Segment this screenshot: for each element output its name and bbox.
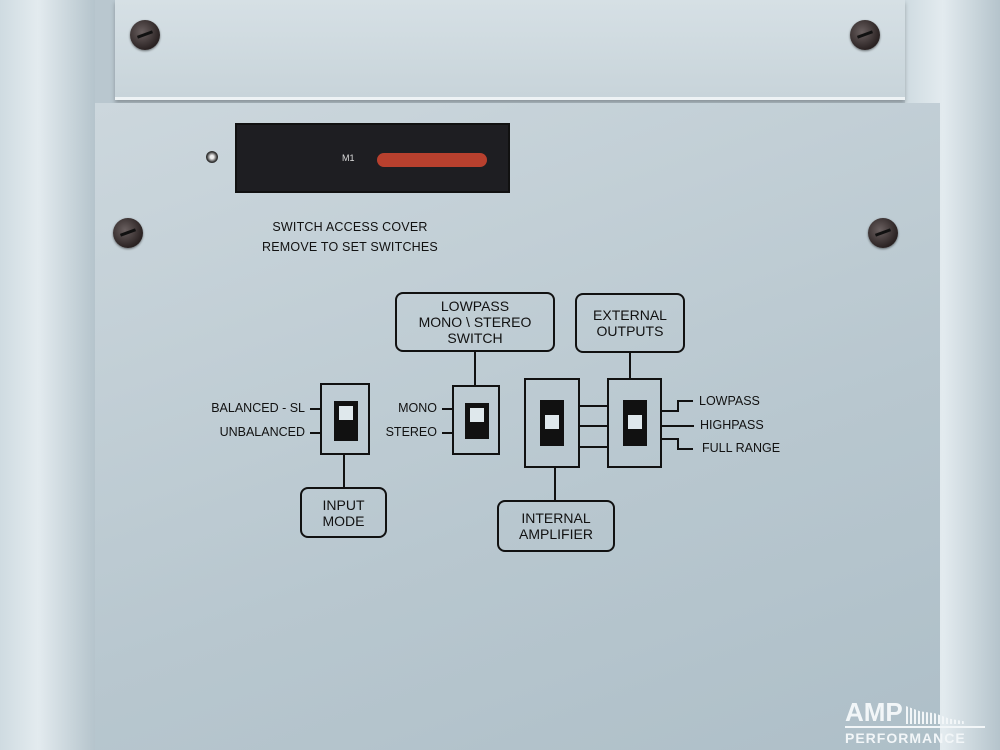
screw-icon xyxy=(850,20,880,50)
label-line: EXTERNAL xyxy=(593,307,667,323)
left-rail xyxy=(0,0,95,750)
pcb-marking: M1 xyxy=(342,153,355,163)
amp-performance-logo: AMP PERFORMANCE xyxy=(845,697,985,746)
label-line: MONO \ STEREO xyxy=(418,314,532,330)
internal-amp-switch xyxy=(524,378,580,468)
lowpass-output-label: LOWPASS xyxy=(699,394,760,408)
lowpass-switch-label: LOWPASS MONO \ STEREO SWITCH xyxy=(395,292,555,352)
logo-brand: AMP xyxy=(845,697,903,727)
logo-sub: PERFORMANCE xyxy=(845,730,966,746)
small-screw-icon xyxy=(206,151,218,163)
label-line: SWITCH xyxy=(447,330,503,346)
top-panel xyxy=(115,0,905,100)
internal-amplifier-label: INTERNAL AMPLIFIER xyxy=(497,500,615,552)
switch-panel xyxy=(95,103,940,750)
mono-label: MONO xyxy=(398,401,437,415)
full-range-output-label: FULL RANGE xyxy=(702,441,781,455)
input-mode-switch xyxy=(320,383,370,455)
screw-icon xyxy=(868,218,898,248)
unbalanced-label: UNBALANCED xyxy=(219,425,305,439)
red-capacitor xyxy=(377,153,487,167)
label-line: INPUT xyxy=(322,496,365,513)
mono-stereo-switch xyxy=(452,385,500,455)
stereo-label: STEREO xyxy=(385,425,437,439)
label-line: OUTPUTS xyxy=(596,323,664,339)
access-cover-text: SWITCH ACCESS COVER REMOVE TO SET SWITCH… xyxy=(230,220,470,254)
cover-line-1: SWITCH ACCESS COVER xyxy=(272,220,428,234)
external-outputs-label: EXTERNAL OUTPUTS xyxy=(575,293,685,353)
label-line: AMPLIFIER xyxy=(519,526,593,542)
balanced-sl-label: BALANCED - SL xyxy=(211,401,305,415)
highpass-output-label: HIGHPASS xyxy=(700,418,764,432)
screw-icon xyxy=(113,218,143,248)
label-line: MODE xyxy=(322,512,365,529)
pcb-window: M1 xyxy=(235,123,510,193)
cover-line-2: REMOVE TO SET SWITCHES xyxy=(262,240,438,254)
equalizer-bars-icon xyxy=(905,706,964,724)
input-mode-label: INPUT MODE xyxy=(300,487,387,538)
label-line: INTERNAL xyxy=(521,510,591,526)
external-outputs-switch xyxy=(607,378,662,468)
label-line: LOWPASS xyxy=(440,298,510,314)
screw-icon xyxy=(130,20,160,50)
